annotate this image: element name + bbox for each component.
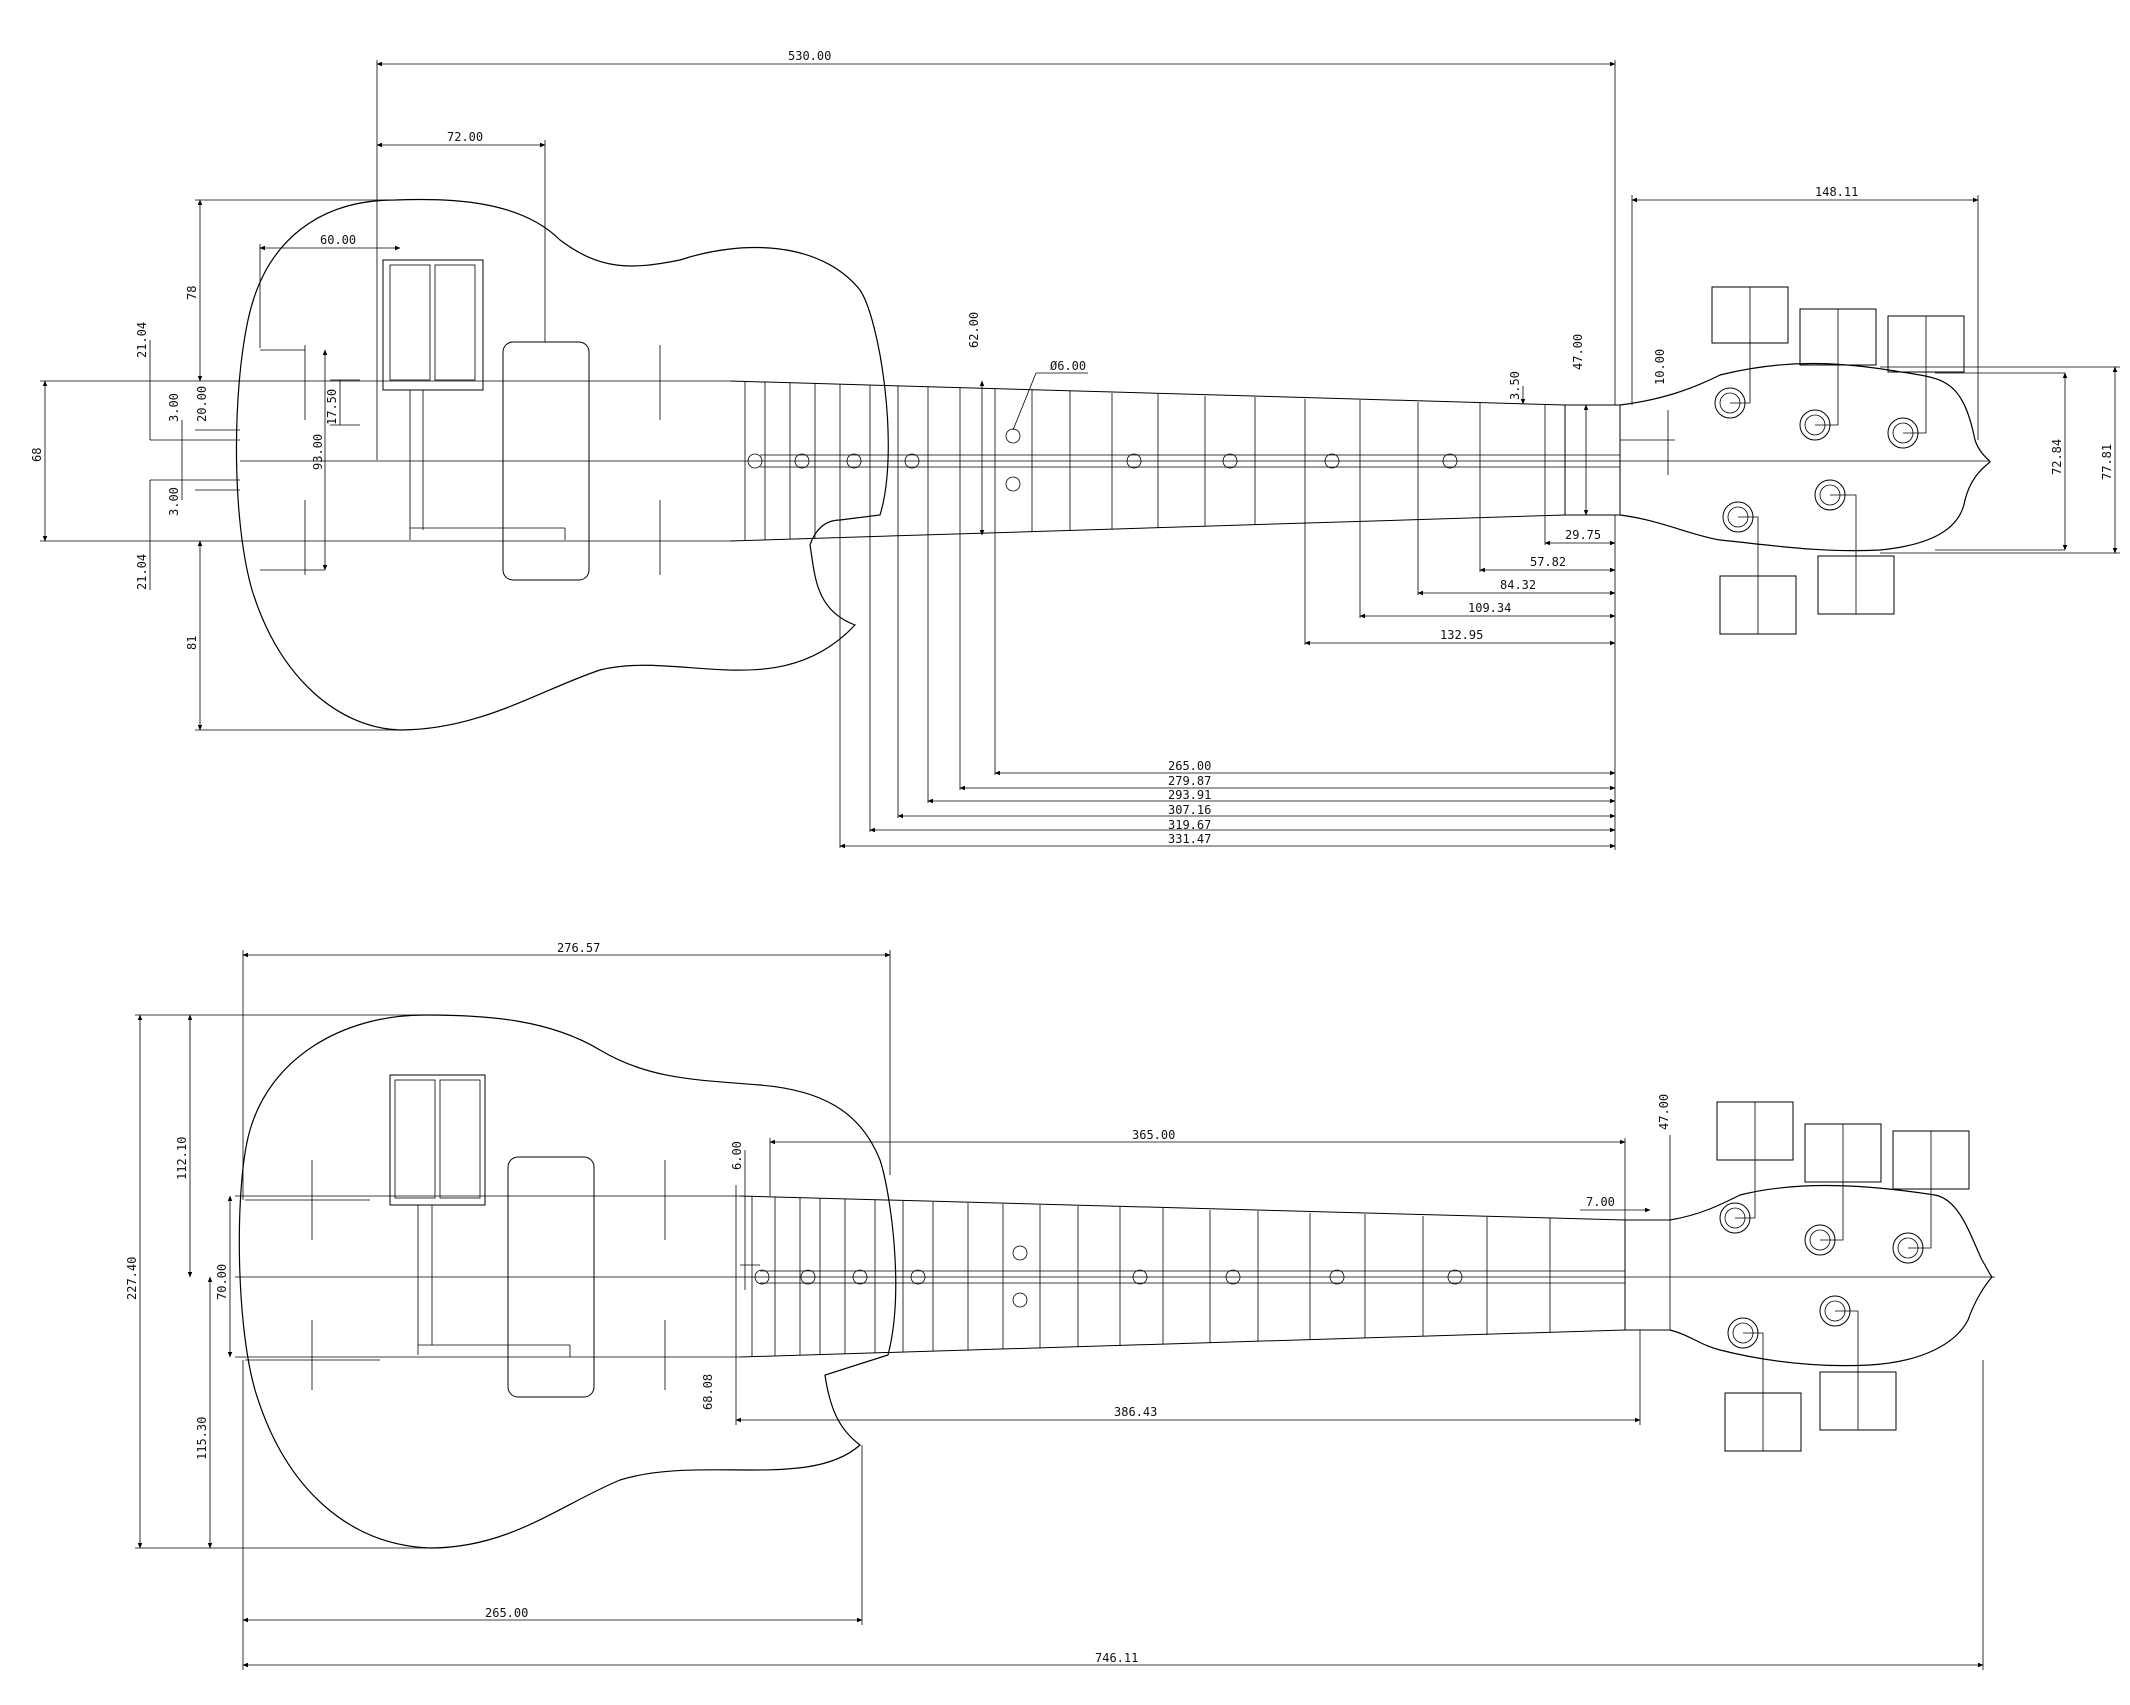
dim-530: 530.00 <box>788 49 831 63</box>
bottom-dimensions: 276.57 365.00 227.40 112.10 115.30 70.00… <box>125 941 1984 1670</box>
dim-72-84: 72.84 <box>2050 439 2064 475</box>
bottom-pickups <box>311 1074 666 1398</box>
dim-hole-6: Ø6.00 <box>1050 359 1086 373</box>
top-pickups <box>304 259 661 581</box>
top-tuners <box>1711 286 1965 635</box>
dim-68: 68 <box>30 448 44 462</box>
dim-17-50: 17.50 <box>325 389 339 425</box>
bottom-body-outline <box>238 1014 897 1549</box>
top-frets <box>744 381 1546 541</box>
bottom-view: 276.57 365.00 227.40 112.10 115.30 70.00… <box>125 941 1995 1670</box>
dim-81: 81 <box>185 636 199 650</box>
dim-148-11: 148.11 <box>1815 185 1858 199</box>
dim-68-08: 68.08 <box>701 1374 715 1410</box>
dim-276-57: 276.57 <box>557 941 600 955</box>
dim-78: 78 <box>185 286 199 300</box>
dim-265-00-b: 265.00 <box>485 1606 528 1620</box>
bottom-fret-markers <box>754 1245 1463 1308</box>
top-body-outline <box>235 198 889 731</box>
dim-84-32: 84.32 <box>1500 578 1536 592</box>
dim-20-00: 20.00 <box>195 386 209 422</box>
dim-293-91: 293.91 <box>1168 788 1211 802</box>
dim-29-75: 29.75 <box>1565 528 1601 542</box>
dim-77-81: 77.81 <box>2100 444 2114 480</box>
dim-47-00-b: 47.00 <box>1657 1094 1671 1130</box>
dim-132-95: 132.95 <box>1440 628 1483 642</box>
dim-10-00: 10.00 <box>1653 349 1667 385</box>
top-headstock <box>1619 286 1991 635</box>
dim-70-00: 70.00 <box>215 1264 229 1300</box>
dim-6-00: 6.00 <box>730 1141 744 1170</box>
dim-279-87: 279.87 <box>1168 774 1211 788</box>
dim-21-04-a: 21.04 <box>135 322 149 358</box>
dim-109-34: 109.34 <box>1468 601 1511 615</box>
dim-7-00: 7.00 <box>1586 1195 1615 1209</box>
dim-307-16: 307.16 <box>1168 803 1211 817</box>
dim-21-04-b: 21.04 <box>135 554 149 590</box>
dim-60: 60.00 <box>320 233 356 247</box>
dim-62-00: 62.00 <box>967 312 981 348</box>
dim-386-43: 386.43 <box>1114 1405 1157 1419</box>
dim-3-00-b: 3.00 <box>167 487 181 516</box>
top-dimensions: 530.00 72.00 60.00 148.11 78 81 <box>30 49 2120 850</box>
top-neck <box>240 380 1990 542</box>
dim-227-40: 227.40 <box>125 1257 139 1300</box>
dim-3-50: 3.50 <box>1508 371 1522 400</box>
dim-112-10: 112.10 <box>175 1137 189 1180</box>
bottom-tuners <box>1716 1101 1970 1452</box>
dim-47-00: 47.00 <box>1571 334 1585 370</box>
bottom-neck <box>235 1195 1995 1361</box>
dim-57-82: 57.82 <box>1530 555 1566 569</box>
dim-365-00: 365.00 <box>1132 1128 1175 1142</box>
top-fret-markers <box>747 428 1458 492</box>
bottom-headstock <box>1669 1101 1993 1452</box>
top-view: 530.00 72.00 60.00 148.11 78 81 <box>30 49 2120 850</box>
dim-746-11: 746.11 <box>1095 1651 1138 1665</box>
dim-72: 72.00 <box>447 130 483 144</box>
dim-115-30: 115.30 <box>195 1417 209 1460</box>
bottom-frets <box>751 1196 1551 1357</box>
dim-331-47: 331.47 <box>1168 832 1211 846</box>
dim-319-67: 319.67 <box>1168 818 1211 832</box>
dim-3-00-a: 3.00 <box>167 393 181 422</box>
dim-93-00: 93.00 <box>311 434 325 470</box>
dim-265-00: 265.00 <box>1168 759 1211 773</box>
